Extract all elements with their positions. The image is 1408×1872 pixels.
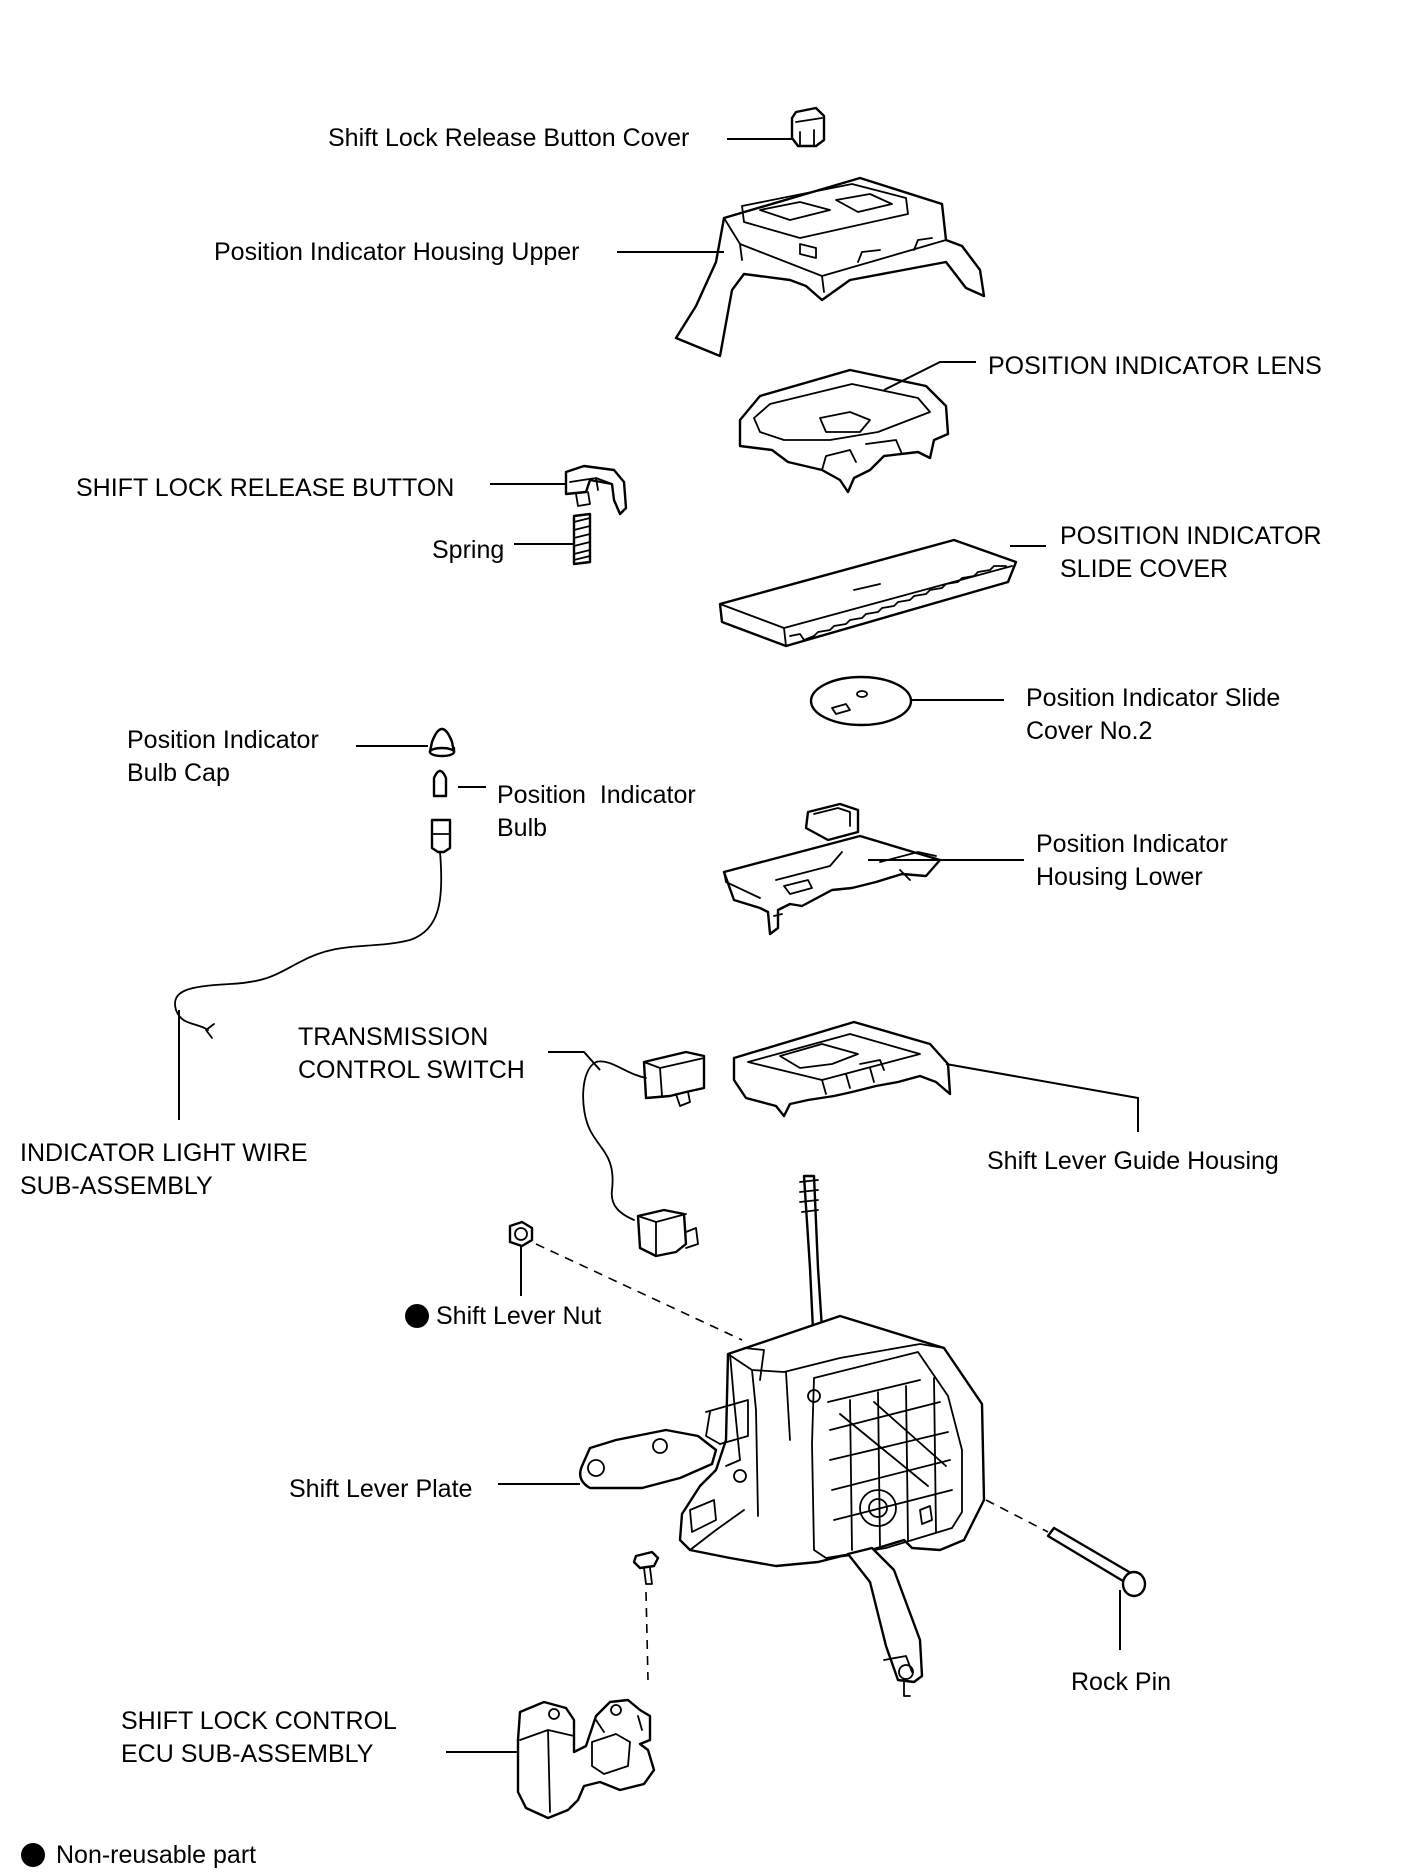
shift-lever-plate-part	[498, 1174, 986, 1697]
label-position-indicator-bulb-2: Bulb	[497, 814, 548, 842]
label-transmission-control-switch-2: CONTROL SWITCH	[298, 1056, 525, 1084]
label-shift-lever-nut: Shift Lever Nut	[436, 1302, 602, 1330]
rock-pin-part	[985, 1499, 1147, 1650]
position-indicator-housing-lower-part	[722, 802, 1024, 936]
label-spring: Spring	[432, 536, 505, 564]
label-shift-lock-release-button-cover: Shift Lock Release Button Cover	[328, 124, 690, 152]
spring-part	[514, 512, 592, 566]
shift-lock-control-ecu-part	[446, 1698, 656, 1820]
label-indicator-light-wire-1: INDICATOR LIGHT WIRE	[20, 1139, 308, 1167]
transmission-control-switch-part	[548, 1050, 706, 1258]
shift-lock-release-button-part	[490, 464, 628, 516]
position-indicator-bulb-part	[432, 769, 486, 798]
label-position-indicator-slide-cover-no2-2: Cover No.2	[1026, 717, 1153, 745]
shift-lock-release-button-cover-part	[727, 106, 826, 148]
label-indicator-light-wire-2: SUB-ASSEMBLY	[20, 1172, 213, 1200]
position-indicator-slide-cover-no2-part	[809, 675, 1004, 727]
label-shift-lock-control-ecu-2: ECU SUB-ASSEMBLY	[121, 1740, 374, 1768]
position-indicator-lens-part	[738, 361, 976, 494]
indicator-light-wire-part	[174, 818, 452, 1120]
position-indicator-housing-upper-part	[617, 176, 986, 358]
label-position-indicator-housing-upper: Position Indicator Housing Upper	[214, 238, 580, 266]
label-position-indicator-lens: POSITION INDICATOR LENS	[988, 352, 1322, 380]
label-position-indicator-slide-cover-1: POSITION INDICATOR	[1060, 522, 1322, 550]
label-shift-lever-plate: Shift Lever Plate	[289, 1475, 473, 1503]
label-shift-lock-control-ecu-1: SHIFT LOCK CONTROL	[121, 1707, 397, 1735]
label-position-indicator-bulb-cap-1: Position Indicator	[127, 726, 319, 754]
label-shift-lock-release-button: SHIFT LOCK RELEASE BUTTON	[76, 474, 455, 502]
label-rock-pin: Rock Pin	[1071, 1668, 1172, 1696]
legend-text: Non-reusable part	[56, 1841, 257, 1869]
label-position-indicator-slide-cover-2: SLIDE COVER	[1060, 555, 1229, 583]
non-reusable-marker-nut	[405, 1304, 429, 1328]
label-shift-lever-guide-housing: Shift Lever Guide Housing	[987, 1147, 1279, 1175]
position-indicator-bulb-cap-part	[356, 727, 456, 758]
shift-lever-guide-housing-part	[732, 1020, 1139, 1132]
shift-lever-nut-part	[508, 1220, 743, 1341]
non-reusable-marker-legend	[21, 1843, 45, 1867]
bolt-part	[632, 1550, 660, 1681]
label-transmission-control-switch-1: TRANSMISSION	[298, 1023, 489, 1051]
position-indicator-slide-cover-part	[718, 538, 1046, 648]
label-position-indicator-housing-lower-2: Housing Lower	[1036, 863, 1203, 891]
label-position-indicator-housing-lower-1: Position Indicator	[1036, 830, 1228, 858]
label-position-indicator-slide-cover-no2-1: Position Indicator Slide	[1026, 684, 1281, 712]
label-position-indicator-bulb-1: Position Indicator	[497, 781, 696, 809]
label-position-indicator-bulb-cap-2: Bulb Cap	[127, 759, 230, 787]
